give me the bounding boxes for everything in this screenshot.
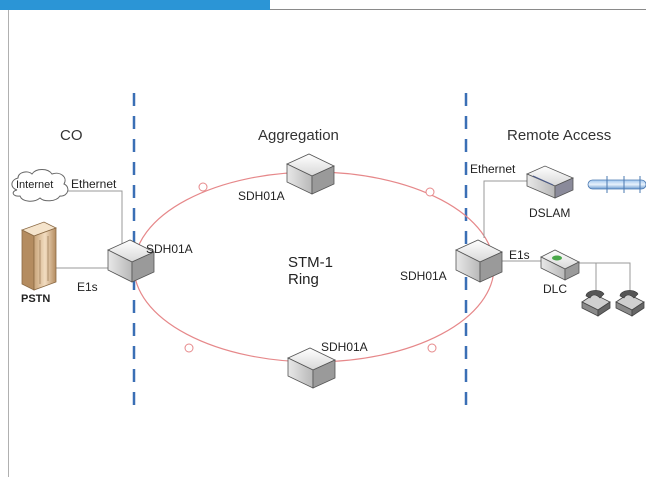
internet-label: Internet [16, 179, 54, 191]
ring-marker [427, 343, 437, 353]
header-bar [0, 0, 270, 10]
ethernet-left-label: Ethernet [71, 177, 117, 191]
sdh-box-left-icon [107, 239, 155, 283]
sdh-box-right-icon [455, 239, 503, 283]
ring-label: STM-1 Ring [288, 254, 333, 288]
access-pipe-icon [587, 176, 646, 193]
dlc-label: DLC [543, 282, 568, 296]
link-internet-ethernet [67, 190, 123, 248]
zone-label-co: CO [60, 127, 83, 144]
link-dlc-phone-2 [578, 262, 631, 292]
zone-label-remote-access: Remote Access [507, 127, 612, 144]
sdh-box-top-icon [286, 153, 335, 195]
dlc-icon [540, 249, 580, 281]
dslam-label: DSLAM [529, 206, 571, 220]
ring-marker [425, 187, 435, 197]
ring-label-line1: STM-1 [288, 254, 333, 271]
pstn-cabinet-icon [20, 221, 58, 291]
e1s-right-label: E1s [509, 248, 530, 262]
sdh-left-label: SDH01A [146, 242, 193, 256]
ring-label-line2: Ring [288, 271, 319, 288]
left-border [8, 10, 9, 477]
sdh-top-label: SDH01A [238, 189, 285, 203]
e1s-left-label: E1s [77, 280, 98, 294]
pstn-label: PSTN [21, 293, 51, 305]
internet-cloud-icon [11, 169, 69, 202]
phone-icon [581, 290, 611, 317]
sdh-box-bottom-icon [287, 347, 336, 389]
ring-marker [184, 343, 194, 353]
header-rule [270, 9, 646, 10]
ethernet-right-label: Ethernet [470, 162, 516, 176]
sdh-right-label: SDH01A [400, 269, 447, 283]
link-dlc-phone-1 [578, 262, 597, 292]
dslam-icon [526, 165, 574, 199]
zone-label-aggregation: Aggregation [258, 127, 339, 144]
ring-marker [198, 182, 208, 192]
link-ethernet-dslam [483, 180, 528, 238]
sdh-bottom-label: SDH01A [321, 340, 368, 354]
phone-icon [615, 290, 645, 317]
